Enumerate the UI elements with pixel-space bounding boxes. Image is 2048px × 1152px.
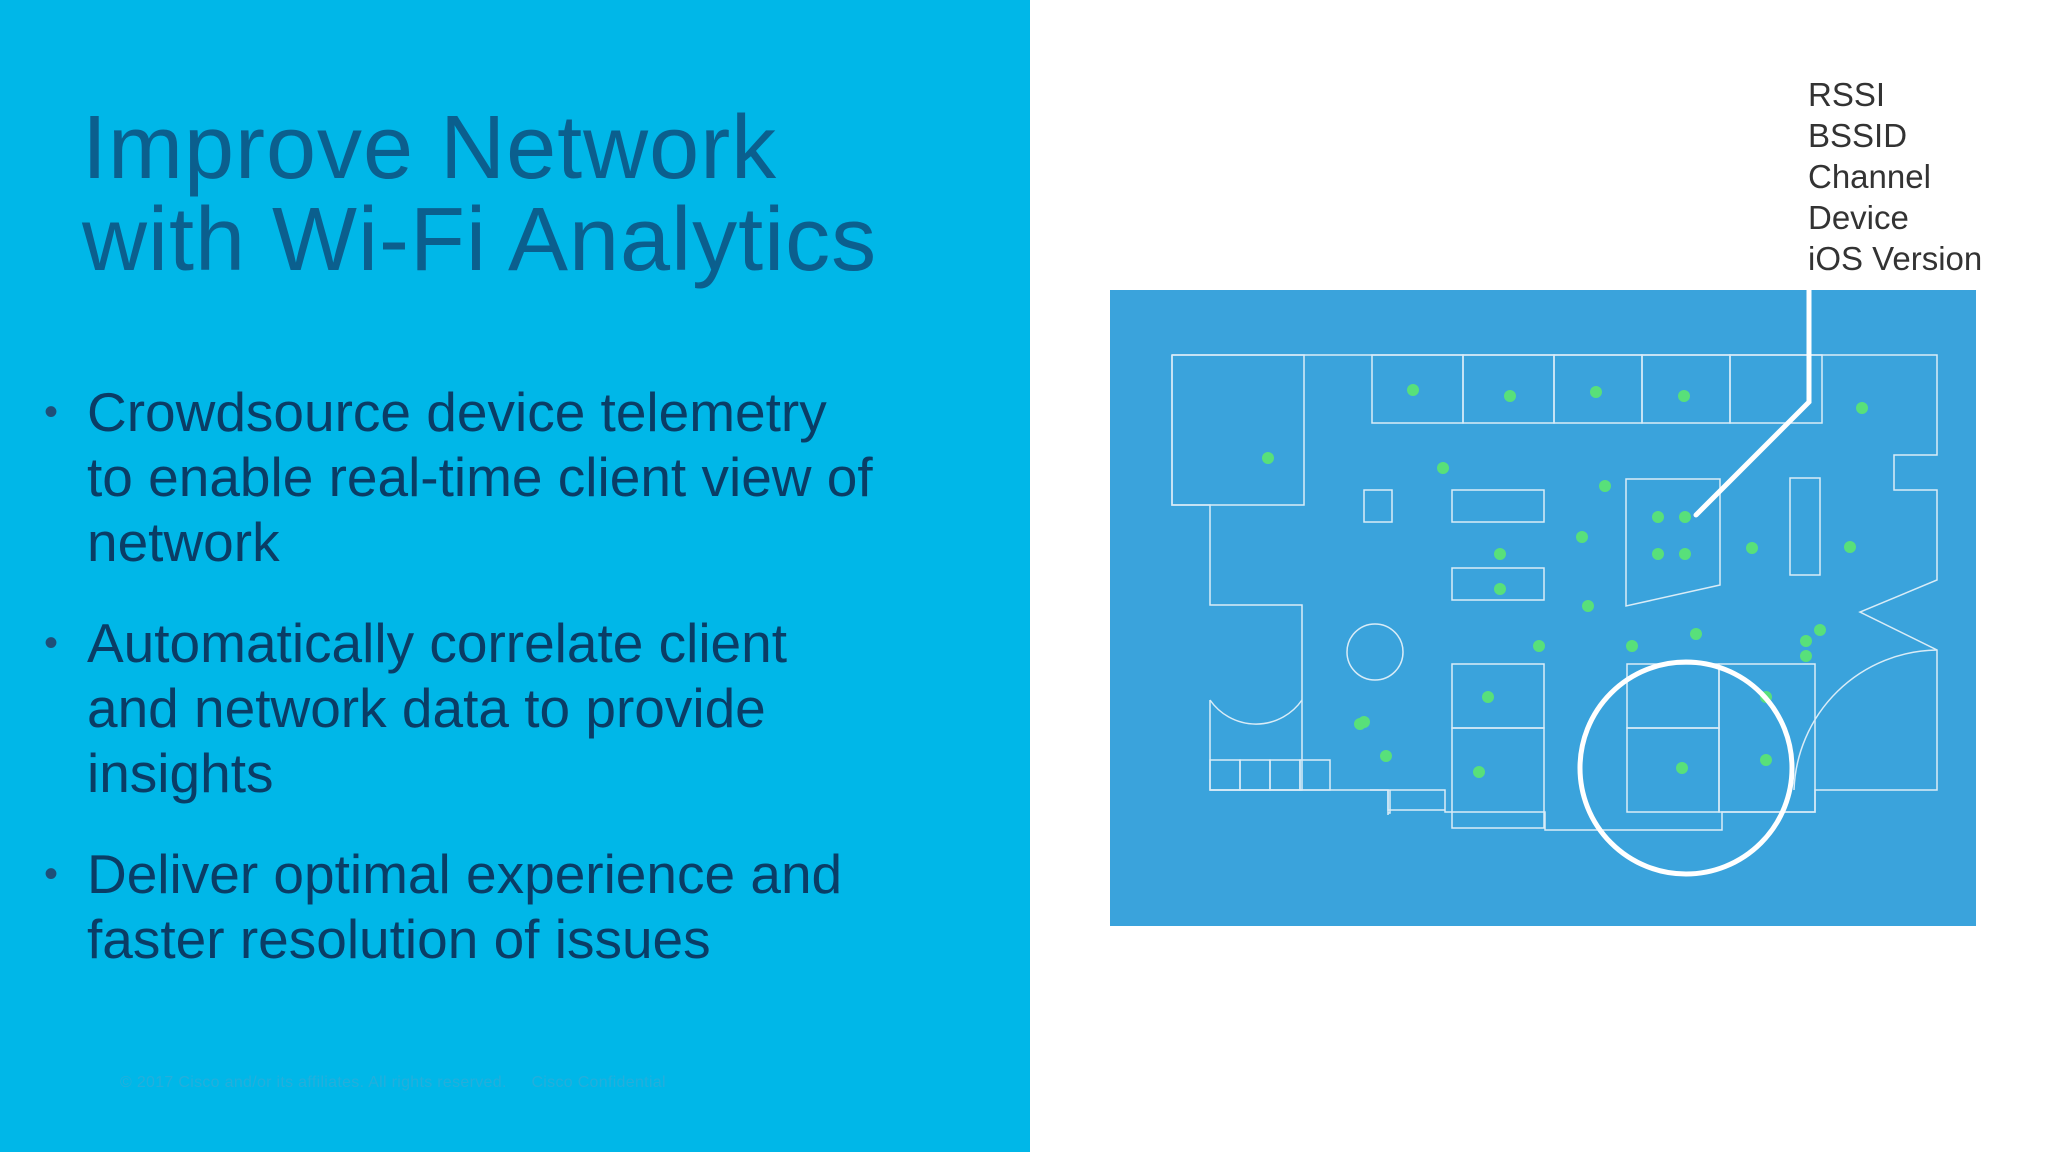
client-dot bbox=[1679, 548, 1691, 560]
client-dot bbox=[1800, 650, 1812, 662]
client-dot bbox=[1354, 718, 1366, 730]
footer: © 2017 Cisco and/or its affiliates. All … bbox=[120, 1074, 666, 1092]
client-dot bbox=[1800, 635, 1812, 647]
room-top-5 bbox=[1729, 354, 1823, 424]
telemetry-field-list: RSSI BSSID Channel Device iOS Version bbox=[1808, 74, 2038, 279]
bullet-line: network bbox=[87, 511, 280, 573]
client-dots bbox=[1262, 384, 1868, 778]
outer-wall bbox=[1172, 354, 1938, 831]
bullet-line: insights bbox=[87, 742, 274, 804]
room-small-square bbox=[1363, 489, 1393, 523]
footer-classification: Cisco Confidential bbox=[531, 1074, 666, 1091]
bullet-item: • Crowdsource device telemetry to enable… bbox=[44, 380, 974, 575]
client-dot bbox=[1482, 691, 1494, 703]
room-desk-1 bbox=[1451, 489, 1545, 523]
bullet-item: • Deliver optimal experience and faster … bbox=[44, 842, 974, 972]
door-arc-left bbox=[1209, 699, 1303, 725]
client-dot bbox=[1599, 480, 1611, 492]
floor-map-background bbox=[1110, 290, 1976, 926]
round-room bbox=[1346, 623, 1404, 681]
client-dot bbox=[1590, 386, 1602, 398]
bullet-line: Crowdsource device telemetry bbox=[87, 381, 827, 443]
bullet-line: Automatically correlate client bbox=[87, 612, 788, 674]
bullet-line: to enable real-time client view of bbox=[87, 446, 873, 508]
title-line-2: with Wi-Fi Analytics bbox=[82, 190, 878, 290]
client-dot bbox=[1678, 390, 1690, 402]
client-dot bbox=[1494, 583, 1506, 595]
client-dot bbox=[1690, 628, 1702, 640]
client-dot bbox=[1652, 511, 1664, 523]
bullet-item: • Automatically correlate client and net… bbox=[44, 611, 974, 806]
client-dot bbox=[1504, 390, 1516, 402]
client-dot bbox=[1494, 548, 1506, 560]
telemetry-field-bssid: BSSID bbox=[1808, 117, 1908, 154]
floor-plan-walls bbox=[1171, 354, 1938, 831]
slide-title: Improve Network with Wi-Fi Analytics bbox=[82, 102, 1002, 286]
bullet-line: Deliver optimal experience and bbox=[87, 843, 843, 905]
title-line-1: Improve Network bbox=[82, 98, 778, 198]
client-dot bbox=[1760, 754, 1772, 766]
bullet-dot-icon: • bbox=[44, 390, 59, 434]
client-dot bbox=[1407, 384, 1419, 396]
client-dot bbox=[1814, 624, 1826, 636]
telemetry-field-device: Device bbox=[1808, 199, 1909, 236]
room-mid-2 bbox=[1451, 727, 1545, 829]
client-dot bbox=[1626, 640, 1638, 652]
highlight-circle bbox=[1577, 659, 1795, 877]
client-dot bbox=[1262, 452, 1274, 464]
client-dot bbox=[1576, 531, 1588, 543]
callout-line bbox=[1693, 287, 1812, 518]
client-dot bbox=[1652, 548, 1664, 560]
client-dot bbox=[1582, 600, 1594, 612]
telemetry-field-channel: Channel bbox=[1808, 158, 1931, 195]
bullet-line: and network data to provide bbox=[87, 677, 766, 739]
bullet-dot-icon: • bbox=[44, 621, 59, 665]
room-right-column bbox=[1789, 477, 1821, 576]
footer-copyright: © 2017 Cisco and/or its affiliates. All … bbox=[120, 1074, 507, 1091]
client-dot bbox=[1473, 766, 1485, 778]
client-dot bbox=[1844, 541, 1856, 553]
client-dot bbox=[1679, 511, 1691, 523]
room-right-bottom bbox=[1718, 663, 1816, 813]
bullet-dot-icon: • bbox=[44, 852, 59, 896]
client-dot bbox=[1746, 542, 1758, 554]
door-arc-right bbox=[1793, 649, 1938, 791]
telemetry-field-rssi: RSSI bbox=[1808, 76, 1886, 113]
room-desk-2 bbox=[1451, 567, 1545, 601]
client-dot bbox=[1676, 762, 1688, 774]
telemetry-field-ios-version: iOS Version bbox=[1808, 240, 1983, 277]
locker-4 bbox=[1299, 759, 1331, 791]
bullet-line: faster resolution of issues bbox=[87, 908, 711, 970]
client-dot bbox=[1380, 750, 1392, 762]
bullet-list: • Crowdsource device telemetry to enable… bbox=[44, 380, 974, 1008]
highlight-overlay bbox=[1577, 287, 1812, 877]
client-dot bbox=[1533, 640, 1545, 652]
left-panel: Improve Network with Wi-Fi Analytics • C… bbox=[0, 0, 1030, 1152]
room-angled bbox=[1625, 478, 1721, 607]
client-dot bbox=[1856, 402, 1868, 414]
client-dot bbox=[1437, 462, 1449, 474]
room-top-left bbox=[1171, 354, 1305, 506]
